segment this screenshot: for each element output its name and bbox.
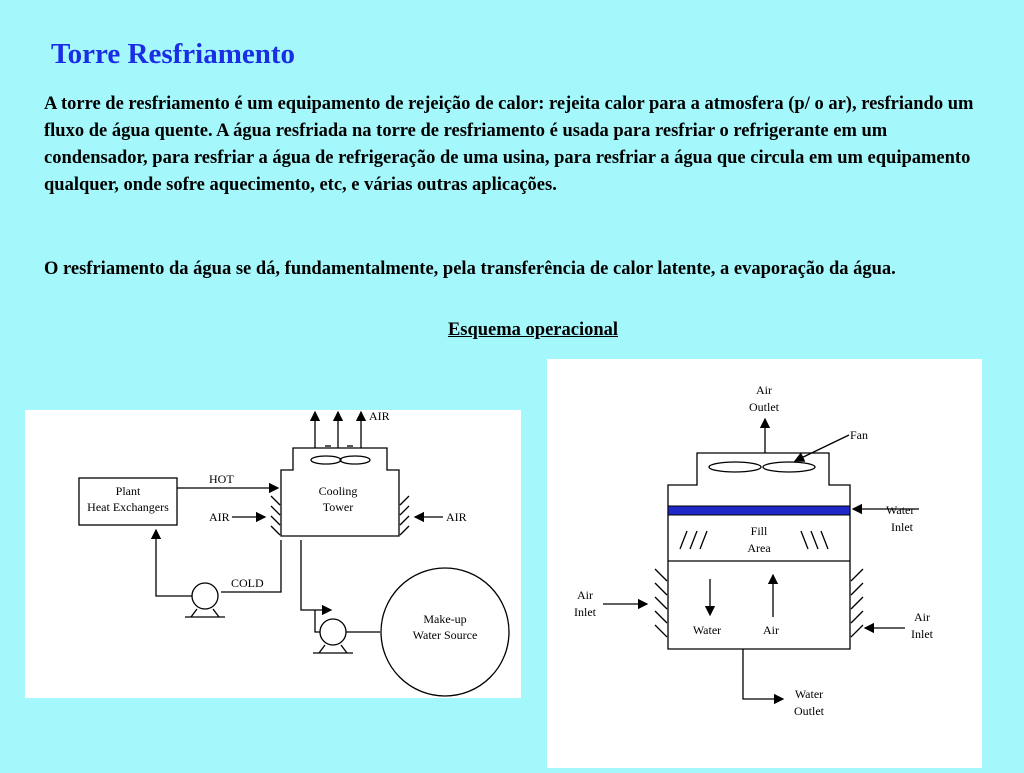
plant-label-1: Plant [116,484,141,498]
diagram-caption: Esquema operacional [447,320,619,340]
system-schematic-panel: Plant Heat Exchangers Cooling Tower AIR … [25,409,521,698]
pump-1 [191,582,219,610]
plant-label-2: Heat Exchangers [87,500,169,514]
paragraph-intro: A torre de resfriamento é um equipamento… [44,94,974,195]
hot-label: HOT [209,472,234,486]
air-label: Air [763,623,779,637]
water-label: Water [693,623,721,637]
makeup-label-1: Make-up [423,612,466,626]
tower-section-diagram: Air Outlet Fan Water Inlet Fill Area [574,383,934,718]
water-outlet-label-1: Water [795,687,823,701]
tower-label-2: Tower [323,500,353,514]
air-outlet-label-2: Outlet [749,400,780,414]
fill-hatching [679,530,829,550]
fan-label: Fan [850,428,868,442]
air-inlet-right-label-1: Air [914,610,930,624]
system-schematic: Plant Heat Exchangers Cooling Tower AIR … [78,409,510,697]
air-inlet-left-label-1: Air [577,588,593,602]
cooling-tower-box [280,447,400,537]
cold-label: COLD [231,576,264,590]
fill-label-2: Area [747,541,771,555]
air-left-label: AIR [209,510,230,524]
water-inlet-label-2: Inlet [891,520,914,534]
water-inlet-label-1: Water [886,503,914,517]
tower-louvers [654,568,864,638]
slide-title: Torre Resfriamento [51,38,296,70]
makeup-water-source [380,567,510,697]
tower-louvers [270,495,410,536]
air-outlet-label-1: Air [756,383,772,397]
fan-blade-left [310,455,342,465]
air-right-label: AIR [446,510,467,524]
fill-label-1: Fill [751,524,768,538]
air-outlet-label: AIR [369,410,390,423]
fan-blade-left [708,461,762,473]
water-outlet-label-2: Outlet [794,704,825,718]
air-inlet-right-label-2: Inlet [911,627,934,641]
plant-heat-exchanger-box [78,477,178,526]
paragraph-latent-heat: O resfriamento da água se dá, fundamenta… [44,259,896,279]
tower-section-panel: Air Outlet Fan Water Inlet Fill Area [547,359,982,768]
fan-blade-right [762,461,816,473]
tower-label-1: Cooling [319,484,358,498]
water-distribution-band [667,505,851,516]
fan-blade-right [339,455,371,465]
pump-2 [319,618,347,646]
makeup-label-2: Water Source [413,628,478,642]
air-inlet-left-label-2: Inlet [574,605,597,619]
tower-outline [667,452,851,650]
